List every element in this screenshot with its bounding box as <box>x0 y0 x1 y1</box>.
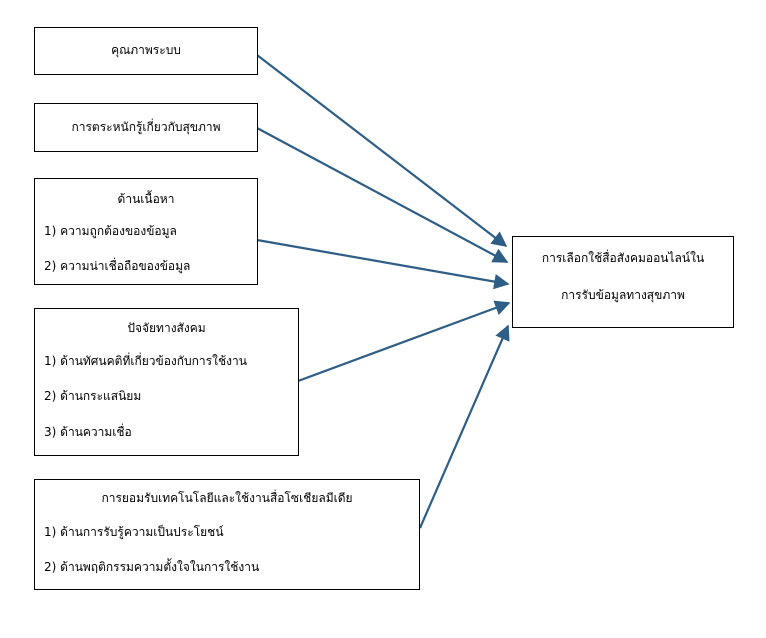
item-text: ด้านความเชื่อ <box>60 425 132 439</box>
factor-item: 2) ด้านกระแสนิยม <box>44 388 141 404</box>
factor-item: 1) ด้านการรับรู้ความเป็นประโยชน์ <box>44 524 224 540</box>
outcome-line-2: การรับข้อมูลทางสุขภาพ <box>561 288 685 302</box>
factor-box-technology-acceptance: การยอมรับเทคโนโลยีและใช้งานสื่อโซเชียลมี… <box>34 479 420 590</box>
item-number: 1) <box>44 224 57 238</box>
outcome-box: การเลือกใช้สื่อสังคมออนไลน์ใน การรับข้อม… <box>512 236 734 328</box>
factor-title: คุณภาพระบบ <box>111 43 181 57</box>
item-text: ด้านทัศนคติที่เกี่ยวข้องกับการใช้งาน <box>60 354 247 368</box>
item-number: 1) <box>44 525 57 539</box>
item-number: 2) <box>44 389 57 403</box>
factor-item: 1) ด้านทัศนคติที่เกี่ยวข้องกับการใช้งาน <box>44 353 247 369</box>
item-number: 1) <box>44 354 57 368</box>
factor-title: การยอมรับเทคโนโลยีและใช้งานสื่อโซเชียลมี… <box>101 491 353 505</box>
item-number: 3) <box>44 425 57 439</box>
item-text: ด้านการรับรู้ความเป็นประโยชน์ <box>60 525 224 539</box>
item-text: ความถูกต้องของข้อมูล <box>60 224 177 238</box>
factor-title: การตระหนักรู้เกี่ยวกับสุขภาพ <box>71 120 221 134</box>
arrow-technology-acceptance <box>418 324 510 529</box>
arrow-system-quality <box>256 54 508 247</box>
factor-item: 1) ความถูกต้องของข้อมูล <box>44 223 177 239</box>
arrow-social-factors <box>297 300 511 383</box>
factor-item: 3) ด้านความเชื่อ <box>44 424 132 440</box>
factor-title: ด้านเนื้อหา <box>117 192 175 206</box>
item-number: 2) <box>44 560 57 574</box>
item-text: ความน่าเชื่อถือของข้อมูล <box>60 259 191 273</box>
item-number: 2) <box>44 259 57 273</box>
factor-box-system-quality: คุณภาพระบบ <box>34 27 258 75</box>
outcome-line-1: การเลือกใช้สื่อสังคมออนไลน์ใน <box>541 251 705 265</box>
factor-box-social-factors: ปัจจัยทางสังคม 1) ด้านทัศนคติที่เกี่ยวข้… <box>34 308 299 456</box>
factor-box-content: ด้านเนื้อหา 1) ความถูกต้องของข้อมูล 2) ค… <box>34 178 258 285</box>
factor-box-health-awareness: การตระหนักรู้เกี่ยวกับสุขภาพ <box>34 103 258 152</box>
item-text: ด้านกระแสนิยม <box>60 389 142 403</box>
arrow-content <box>256 238 510 290</box>
item-text: ด้านพฤติกรรมความตั้งใจในการใช้งาน <box>60 560 260 574</box>
arrow-health-awareness <box>256 127 509 263</box>
factor-title: ปัจจัยทางสังคม <box>127 321 206 335</box>
factor-item: 2) ความน่าเชื่อถือของข้อมูล <box>44 258 190 274</box>
factor-item: 2) ด้านพฤติกรรมความตั้งใจในการใช้งาน <box>44 559 259 575</box>
